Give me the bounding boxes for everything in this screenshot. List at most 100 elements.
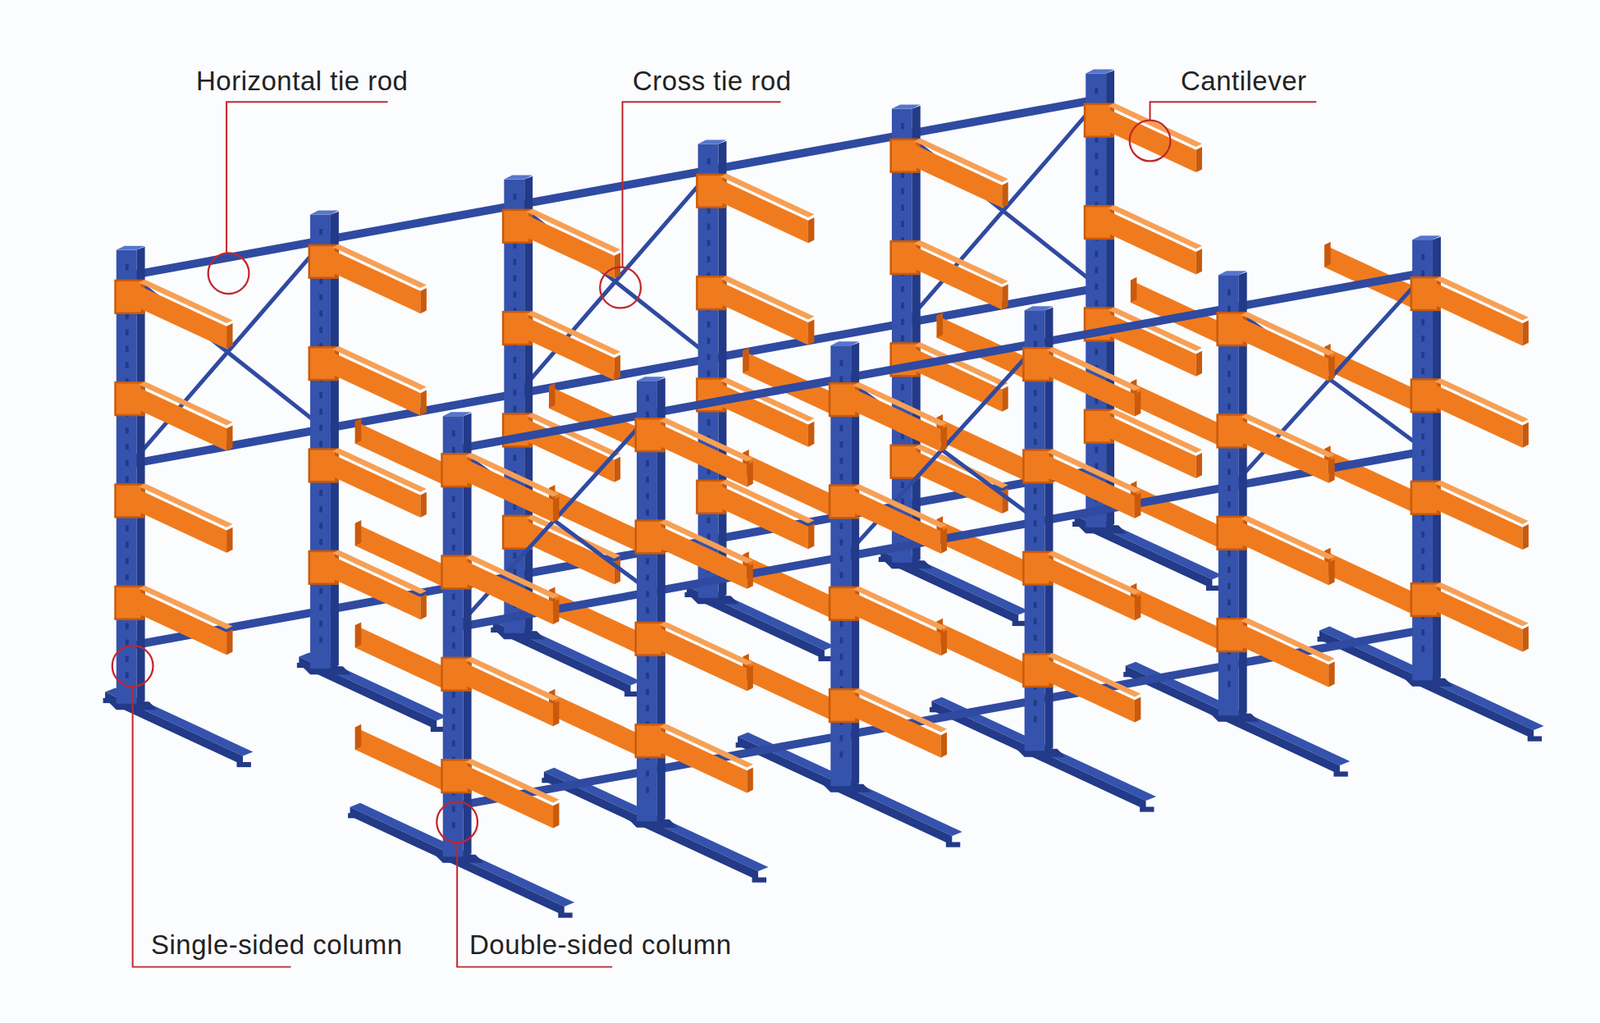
column-slot: [1227, 664, 1231, 671]
column-slot: [125, 623, 129, 630]
column-slot: [900, 123, 905, 129]
cantilever-arm-back: [548, 691, 637, 755]
column-slot: [645, 411, 650, 418]
cantilever-arm: [1108, 210, 1197, 275]
cantilever-arm: [332, 250, 421, 314]
column-slot: [513, 291, 517, 298]
leader-line: [1150, 101, 1317, 120]
arm-plate: [830, 690, 855, 721]
arm-end: [1196, 248, 1203, 275]
column-slot: [1033, 635, 1038, 641]
foot-pad: [541, 777, 556, 783]
column-slot: [452, 805, 456, 812]
arm-plate: [698, 175, 723, 206]
column-slot: [319, 392, 323, 398]
arm-plate: [636, 521, 662, 553]
cross-tie-rod: [457, 413, 651, 628]
arm-end: [1001, 488, 1008, 514]
arm-plate: [830, 384, 855, 415]
column-slot: [840, 360, 844, 366]
cantilever-arm: [1046, 455, 1135, 519]
column-face: [116, 250, 138, 704]
arm-end: [1134, 493, 1141, 519]
column-face: [698, 144, 719, 599]
cantilever-arm: [853, 490, 942, 554]
arm-end: [746, 767, 753, 793]
column-cap: [830, 341, 860, 346]
column-slot: [1033, 602, 1038, 608]
column-slot: [1033, 503, 1038, 510]
column-slot: [707, 533, 711, 540]
foot-pad: [1012, 621, 1027, 627]
cantilever-arm: [526, 214, 615, 279]
column-slot: [645, 705, 650, 712]
column-slot: [645, 460, 650, 467]
arm-end: [746, 563, 753, 590]
column-cap: [1218, 270, 1248, 275]
arm-plate: [1412, 278, 1437, 309]
column-slot: [1421, 269, 1425, 276]
column-slot: [125, 460, 129, 467]
column-slot: [452, 447, 456, 453]
cantilever-arm-back: [742, 656, 831, 720]
column-slot: [645, 656, 650, 663]
column-cap: [1085, 69, 1115, 74]
tie-rod: [130, 469, 1100, 646]
arm-end: [420, 288, 426, 314]
tie-rod: [130, 99, 1100, 276]
arm-plate: [310, 246, 335, 277]
column-face: [310, 214, 331, 669]
column-slot: [319, 310, 323, 316]
column-slot: [319, 408, 323, 415]
column-slot: [452, 626, 456, 632]
column-slot: [513, 553, 517, 559]
column-side: [718, 141, 727, 599]
column-slot: [1033, 488, 1038, 494]
column-slot: [513, 193, 517, 200]
arm-end: [614, 457, 621, 483]
cantilever-arm-back: [355, 523, 444, 587]
column-slot: [1421, 319, 1425, 325]
column-slot: [1227, 599, 1231, 606]
arm-plate: [1412, 380, 1437, 412]
column-slot: [1227, 484, 1231, 491]
column-slot: [1421, 352, 1425, 358]
leader-line: [132, 686, 292, 968]
cross-tie-rod: [518, 169, 713, 394]
column-side: [137, 246, 146, 704]
arm-plate: [1218, 416, 1244, 447]
column-slot: [840, 555, 844, 562]
callout-circle: [1129, 120, 1171, 162]
arm-end: [553, 496, 559, 522]
column-slot: [1094, 447, 1098, 453]
arm-end: [548, 383, 555, 409]
cantilever-arm: [138, 489, 227, 554]
arm-plate: [891, 140, 917, 171]
arm-end: [808, 421, 814, 448]
column-slot: [1421, 433, 1425, 439]
cantilever-arm-back: [355, 625, 444, 689]
column-slot: [319, 636, 323, 643]
column-slot: [1033, 341, 1038, 348]
column-slot: [1227, 387, 1231, 394]
column-slot: [1033, 536, 1038, 543]
arm-plate: [116, 587, 142, 618]
column-side: [330, 211, 339, 669]
callout-label: Double-sided column: [469, 929, 732, 961]
column-slot: [319, 539, 323, 545]
foot-pad: [557, 913, 572, 919]
cantilever-arm: [853, 592, 942, 656]
arm-end: [553, 802, 559, 828]
callout-circle: [599, 267, 641, 309]
tie-rod: [457, 451, 1427, 628]
cantilever-arm-back: [355, 726, 444, 791]
cross-tie-rod: [845, 342, 1039, 558]
arm-plate: [443, 760, 468, 791]
column-slot: [452, 430, 456, 437]
cantilever-arm: [465, 764, 554, 828]
arm-end: [1522, 422, 1528, 448]
column-slot: [1227, 583, 1231, 590]
column-cap: [503, 175, 533, 180]
foot-pad: [946, 841, 960, 847]
arm-end: [1324, 242, 1331, 268]
